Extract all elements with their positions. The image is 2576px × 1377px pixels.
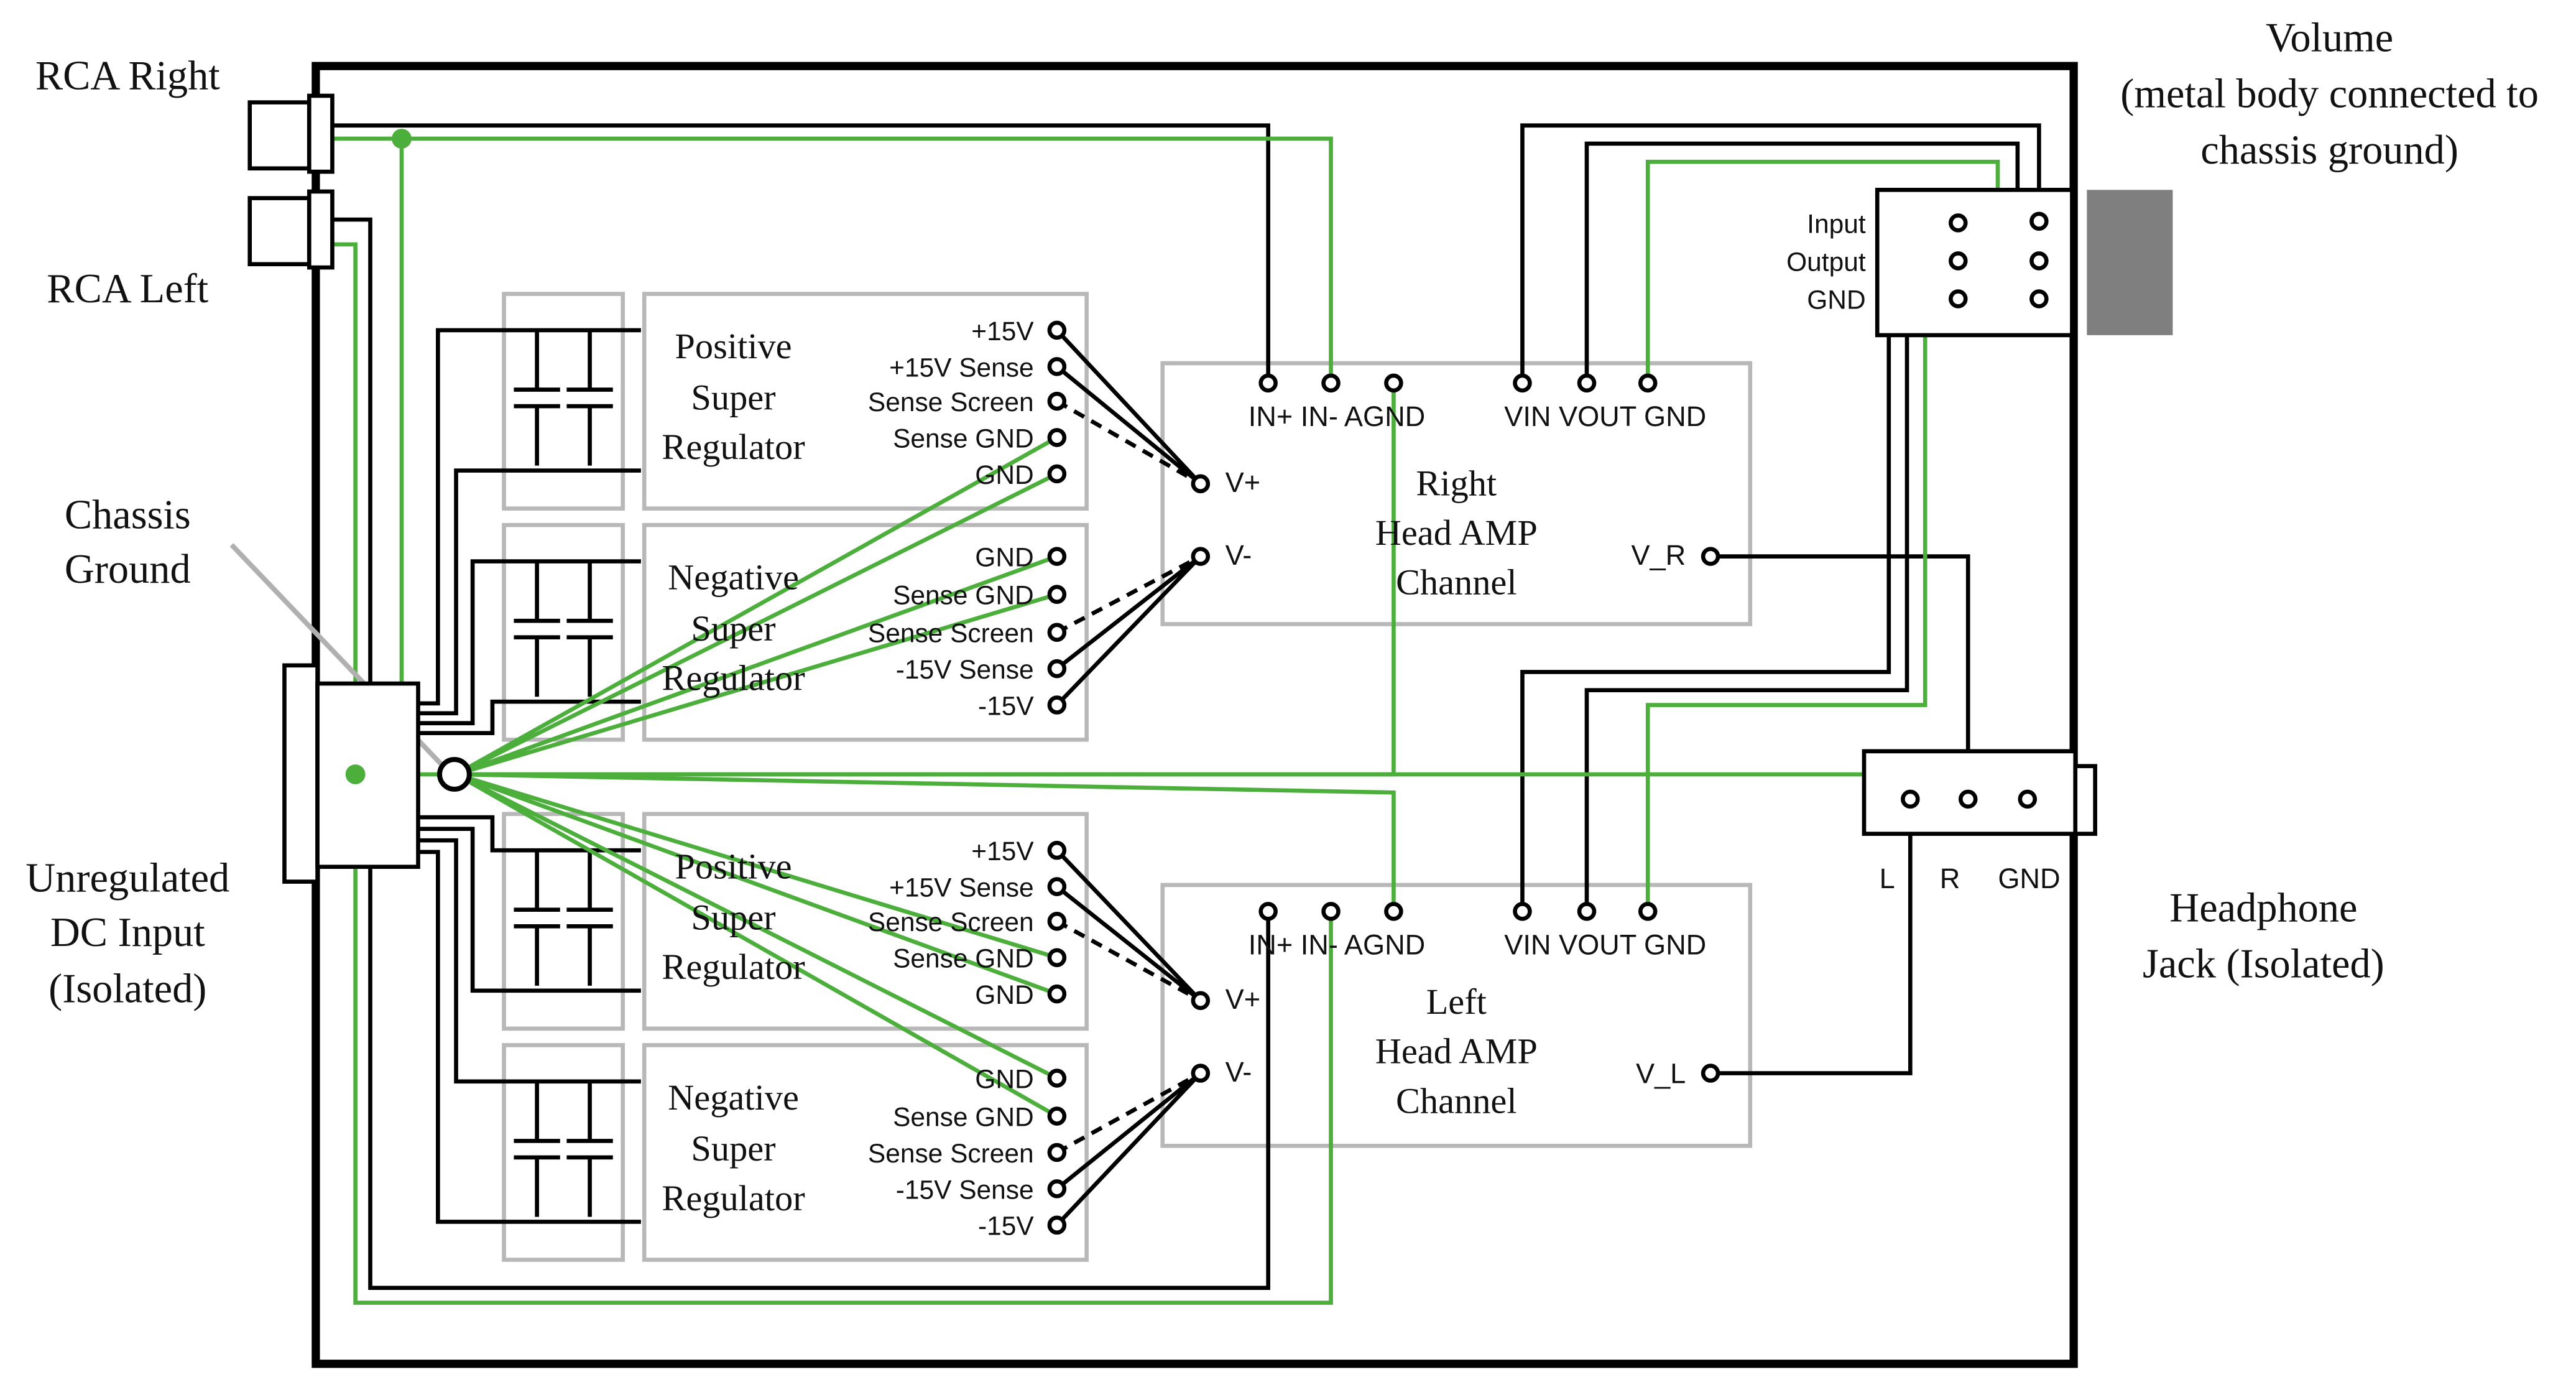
volume-label: Volume (metal body connected to chassis … [2120,15,2539,173]
jack-l-label: L [1880,863,1895,894]
headphone-label: Headphone Jack (Isolated) [2143,885,2384,986]
reg3-title-3: Regulator [662,947,805,987]
left-output-label: V_L [1636,1057,1686,1089]
pin-terminals [1047,211,2049,1235]
rca-left-label: RCA Left [47,266,208,312]
capacitor-symbols [514,330,612,1217]
right-volume-pins: VIN VOUT GND [1504,401,1706,432]
reg2-title-1: Negative [668,557,799,598]
volume-pot [1875,187,2173,338]
dc-input-line3: (Isolated) [48,966,206,1011]
headphone-line1: Headphone [2169,885,2357,930]
headphone-jack [1862,749,2097,836]
right-amp-title-1: Right [1416,463,1497,503]
reg1-pin-4: Sense GND [893,424,1034,453]
reg2-title-3: Regulator [662,658,805,698]
left-amp-title-3: Channel [1396,1080,1517,1121]
pot-pin-labels: Input Output GND [1786,209,1866,314]
left-vplus: V+ [1226,983,1260,1015]
dc-input-line2: DC Input [50,910,205,955]
rca-right-connector [247,93,335,174]
reg3-pin-3: Sense Screen [868,907,1034,937]
reg3-pin-4: Sense GND [893,944,1034,973]
volume-line2: (metal body connected to [2120,72,2539,117]
reg1-pin-5: GND [975,460,1033,489]
right-input-pins: IN+ IN- AGND [1249,401,1425,432]
reg3-pin-5: GND [975,980,1033,1009]
rca-right-label: RCA Right [35,53,220,98]
left-volume-pins: VIN VOUT GND [1504,929,1706,960]
pot-output-label: Output [1786,247,1866,276]
reg3-title-2: Super [691,897,775,938]
ground-junction-dots [345,129,412,784]
right-amp-title-3: Channel [1396,562,1517,603]
reg4-pin-5: -15V [978,1212,1034,1241]
reg2-pin-1: GND [975,543,1033,572]
amp-boxes [1160,361,1753,1148]
reg3-pin-2: +15V Sense [889,873,1034,902]
dc-input-line1: Unregulated [25,856,229,901]
reg2-pin-2: Sense GND [893,581,1034,610]
volume-line3: chassis ground) [2200,128,2458,173]
chassis-ground-line1: Chassis [65,492,191,537]
reg3-pin-1: +15V [971,837,1034,866]
reg2-pin-5: -15V [978,691,1034,720]
amp-pin-labels: IN+ IN- AGND VIN VOUT GND IN+ IN- AGND V… [1226,401,1707,1090]
reg4-pin-3: Sense Screen [868,1139,1034,1168]
left-input-pins: IN+ IN- AGND [1249,929,1425,960]
pot-input-label: Input [1807,209,1866,238]
dc-input-connector [282,663,420,884]
right-output-label: V_R [1632,539,1686,571]
reg1-title-2: Super [691,377,775,417]
reg4-title-2: Super [691,1128,775,1169]
right-vminus: V- [1226,539,1252,571]
pot-gnd-label: GND [1807,285,1865,314]
right-vplus: V+ [1226,466,1260,498]
amp-titles: Right Head AMP Channel Left Head AMP Cha… [1375,463,1538,1121]
reg3-title-1: Positive [675,846,792,886]
left-vminus: V- [1226,1056,1252,1088]
chassis-ground-star-point [437,757,472,792]
regulator-pin-labels: +15V +15V Sense Sense Screen Sense GND G… [868,317,1034,1241]
rca-left-connector [247,189,335,270]
reg1-title-1: Positive [675,326,792,366]
reg4-title-1: Negative [668,1077,799,1118]
reg1-pin-1: +15V [971,317,1034,346]
reg2-pin-4: -15V Sense [896,655,1034,684]
sense-screen-dashes [1056,399,1202,1154]
chassis-ground-label: Chassis Ground [65,492,191,592]
left-amp-title-2: Head AMP [1375,1031,1538,1072]
left-amp-title-1: Left [1426,981,1487,1022]
right-amp-title-2: Head AMP [1375,512,1538,553]
reg4-pin-1: GND [975,1064,1033,1093]
dc-input-label: Unregulated DC Input (Isolated) [25,856,229,1012]
reg2-title-2: Super [691,608,775,649]
reg1-pin-3: Sense Screen [868,387,1034,417]
headphone-line2: Jack (Isolated) [2143,942,2384,987]
chassis-ground-line2: Ground [65,547,191,592]
reg1-title-3: Regulator [662,427,805,467]
jack-gnd-label: GND [1998,863,2060,894]
jack-pin-labels: L R GND [1880,863,2061,894]
volume-line1: Volume [2266,15,2393,60]
reg4-pin-4: -15V Sense [896,1175,1034,1204]
reg1-pin-2: +15V Sense [889,353,1034,382]
regulator-boxes [502,292,1089,1262]
reg2-pin-3: Sense Screen [868,619,1034,648]
jack-r-label: R [1940,863,1960,894]
black-wires [330,123,2041,1290]
reg4-title-3: Regulator [662,1178,805,1218]
reg4-pin-2: Sense GND [893,1102,1034,1131]
regulator-titles: Positive Super Regulator Negative Super … [662,326,805,1218]
ground-wires [330,136,2041,1305]
